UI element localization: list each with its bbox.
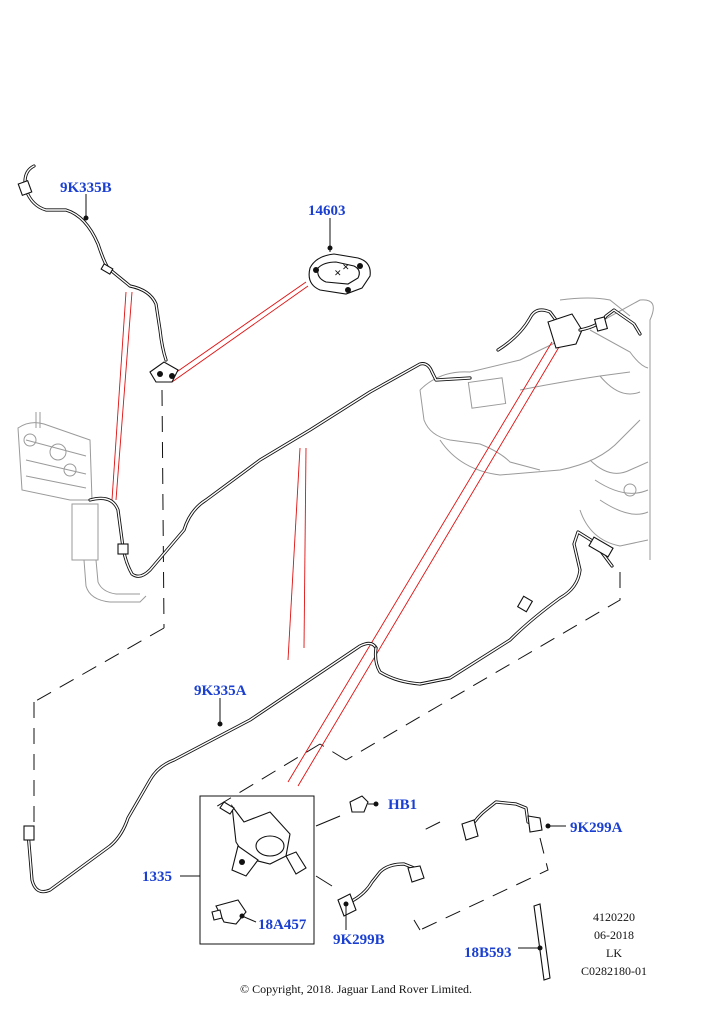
dashed-location-lines <box>33 389 621 931</box>
meta-line-3: LK <box>606 946 622 960</box>
meta-line-2: 06-2018 <box>594 928 634 942</box>
hose-18b593 <box>533 903 551 981</box>
pump-connector-upper <box>496 308 642 352</box>
callout-9k299b: 9K299B <box>333 932 385 948</box>
callout-leaders <box>83 194 566 951</box>
callout-9k335b: 9K335B <box>60 180 112 196</box>
fuel-line-upper-run <box>88 362 472 578</box>
red-reference-lines <box>111 281 563 787</box>
svg-text:✕: ✕ <box>334 268 342 278</box>
meta-line-4: C0282180-01 <box>581 964 647 978</box>
tube-9k299a <box>461 800 543 841</box>
callout-1335: 1335 <box>142 869 172 885</box>
callout-9k335a: 9K335A <box>194 683 247 699</box>
callout-18b593: 18B593 <box>464 945 512 961</box>
callout-18a457: 18A457 <box>258 917 307 933</box>
bolt-hb1 <box>349 795 379 813</box>
callout-hb1: HB1 <box>388 797 417 813</box>
canister-assembly-outline <box>17 412 147 603</box>
svg-text:✕: ✕ <box>342 262 350 272</box>
detail-box-1335 <box>199 795 315 945</box>
fuel-line-9k335a <box>23 530 614 894</box>
fuel-line-9k335b <box>17 164 179 383</box>
tube-9k299b <box>337 862 425 917</box>
copyright-notice: © Copyright, 2018. Jaguar Land Rover Lim… <box>240 982 472 996</box>
callout-9k299a: 9K299A <box>570 820 623 836</box>
meta-line-1: 4120220 <box>593 910 635 924</box>
vehicle-body-outline <box>419 297 654 560</box>
fuel-filter-14603: ✕ ✕ <box>308 253 371 295</box>
callout-14603: 14603 <box>308 203 346 219</box>
